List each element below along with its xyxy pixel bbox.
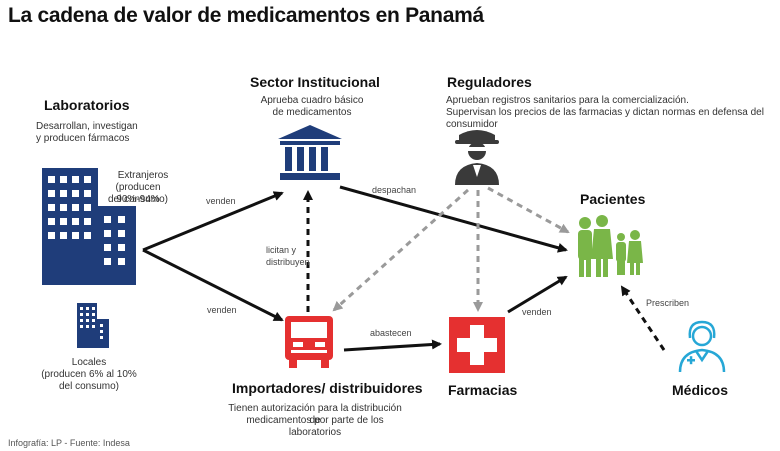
arrow-reguladores-pacientes	[487, 186, 570, 234]
laboratorios-desc-2: y producen fármacos	[36, 133, 130, 144]
reguladores-desc-2: Supervisan los precios de las farmacias …	[446, 107, 764, 130]
medicos-title: Médicos	[672, 382, 729, 398]
edge-label-licitan-2: distribuyen	[266, 257, 310, 267]
arrow-labs-sector	[142, 191, 284, 252]
edge-label-licitan-1: licitan y	[266, 245, 297, 255]
reguladores-title: Reguladores	[447, 74, 532, 90]
edge-label-prescriben: Prescriben	[646, 298, 690, 308]
edge-label-abastecen: abastecen	[370, 328, 412, 338]
farmacias-title: Farmacias	[448, 382, 518, 398]
arrow-medicos-pacientes	[620, 285, 666, 351]
importadores-title: Importadores/ distribuidores	[232, 380, 423, 396]
truck-icon	[285, 316, 333, 368]
sector-title: Sector Institucional	[250, 74, 380, 90]
sector-desc-2: de medicamentos	[272, 107, 352, 118]
importadores-desc-2: medicamentos por parte de los laboratori…	[246, 415, 384, 438]
small-building-icon	[77, 303, 109, 348]
edge-label-despachan: despachan	[372, 185, 417, 195]
extranjeros-label-1: Extranjeros	[117, 170, 169, 181]
extranjeros-label-2: (producen 90%-94%	[115, 182, 161, 205]
building-icon	[42, 168, 136, 285]
page-title: La cadena de valor de medicamentos en Pa…	[8, 4, 484, 27]
arrow-farmacias-pacientes	[507, 275, 568, 314]
footer-credit: Infografía: LP - Fuente: Indesa	[8, 438, 130, 448]
arrow-labs-importadores	[142, 248, 284, 322]
arrow-reguladores-importadores	[332, 188, 470, 312]
arrow-sector-pacientes	[339, 185, 568, 253]
extranjeros-label-3: del consumo)	[107, 194, 169, 205]
doctor-icon	[678, 320, 726, 372]
pacientes-title: Pacientes	[580, 191, 646, 207]
edge-label-venden-bottom: venden	[207, 305, 237, 315]
pharmacy-cross-icon	[449, 317, 505, 373]
people-icon	[578, 215, 643, 277]
laboratorios-desc-1: Desarrollan, investigan	[36, 121, 138, 132]
locales-label-3: del consumo)	[58, 381, 120, 392]
inspector-icon	[455, 130, 499, 185]
edge-label-venden-farmacias: venden	[522, 307, 552, 317]
locales-label-1: Locales	[71, 357, 107, 368]
laboratorios-title: Laboratorios	[44, 97, 130, 113]
importadores-desc-1: Tienen autorización para la distribución…	[228, 403, 402, 426]
sector-desc-1: Aprueba cuadro básico	[260, 95, 364, 106]
locales-label-2: (producen 6% al 10%	[41, 369, 137, 380]
arrow-importadores-farmacias	[343, 339, 442, 352]
reguladores-desc-1: Aprueban registros sanitarios para la co…	[446, 95, 689, 106]
institution-icon	[278, 125, 342, 180]
edge-label-venden-top: venden	[206, 196, 236, 206]
